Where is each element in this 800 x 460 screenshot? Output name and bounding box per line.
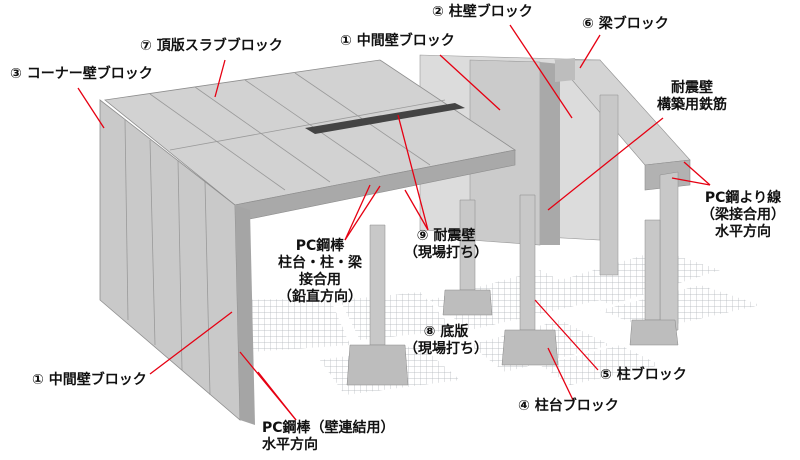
label-corner-wall: ③ コーナー壁ブロック (10, 66, 153, 82)
leader-arrows (77, 24, 711, 421)
label-pc-strand: PC鋼より線 （梁接合用） 水平方向 (701, 190, 785, 240)
columns (346, 194, 679, 386)
wall-blocks (99, 99, 255, 425)
label-column: ⑤ 柱ブロック (600, 367, 687, 383)
label-mid-wall-bottom: ① 中間壁ブロック (32, 372, 147, 388)
column-front (346, 224, 409, 386)
label-seismic-rebar: 耐震壁 構築用鉄筋 (657, 80, 727, 113)
label-seismic-wall: ⑨ 耐震壁 （現場打ち） (404, 228, 488, 261)
column-rear (442, 199, 493, 316)
label-column-wall: ② 柱壁ブロック (432, 4, 533, 20)
label-beam: ⑥ 梁ブロック (582, 16, 669, 32)
column-right (629, 219, 679, 346)
label-bottom-slab: ⑧ 底版 （現場打ち） (404, 324, 488, 357)
column-middle (501, 194, 559, 366)
label-pc-bar-horizontal: PC鋼棒（壁連結用） 水平方向 (262, 420, 395, 453)
label-top-slab: ⑦ 頂版スラブブロック (140, 38, 283, 54)
label-mid-wall-top: ① 中間壁ブロック (340, 33, 455, 49)
label-pc-bar-vertical: PC鋼棒 柱台・柱・梁 接合用 （鉛直方向） (278, 238, 362, 305)
beam-blocks (554, 58, 691, 333)
label-column-base: ④ 柱台ブロック (518, 398, 619, 414)
